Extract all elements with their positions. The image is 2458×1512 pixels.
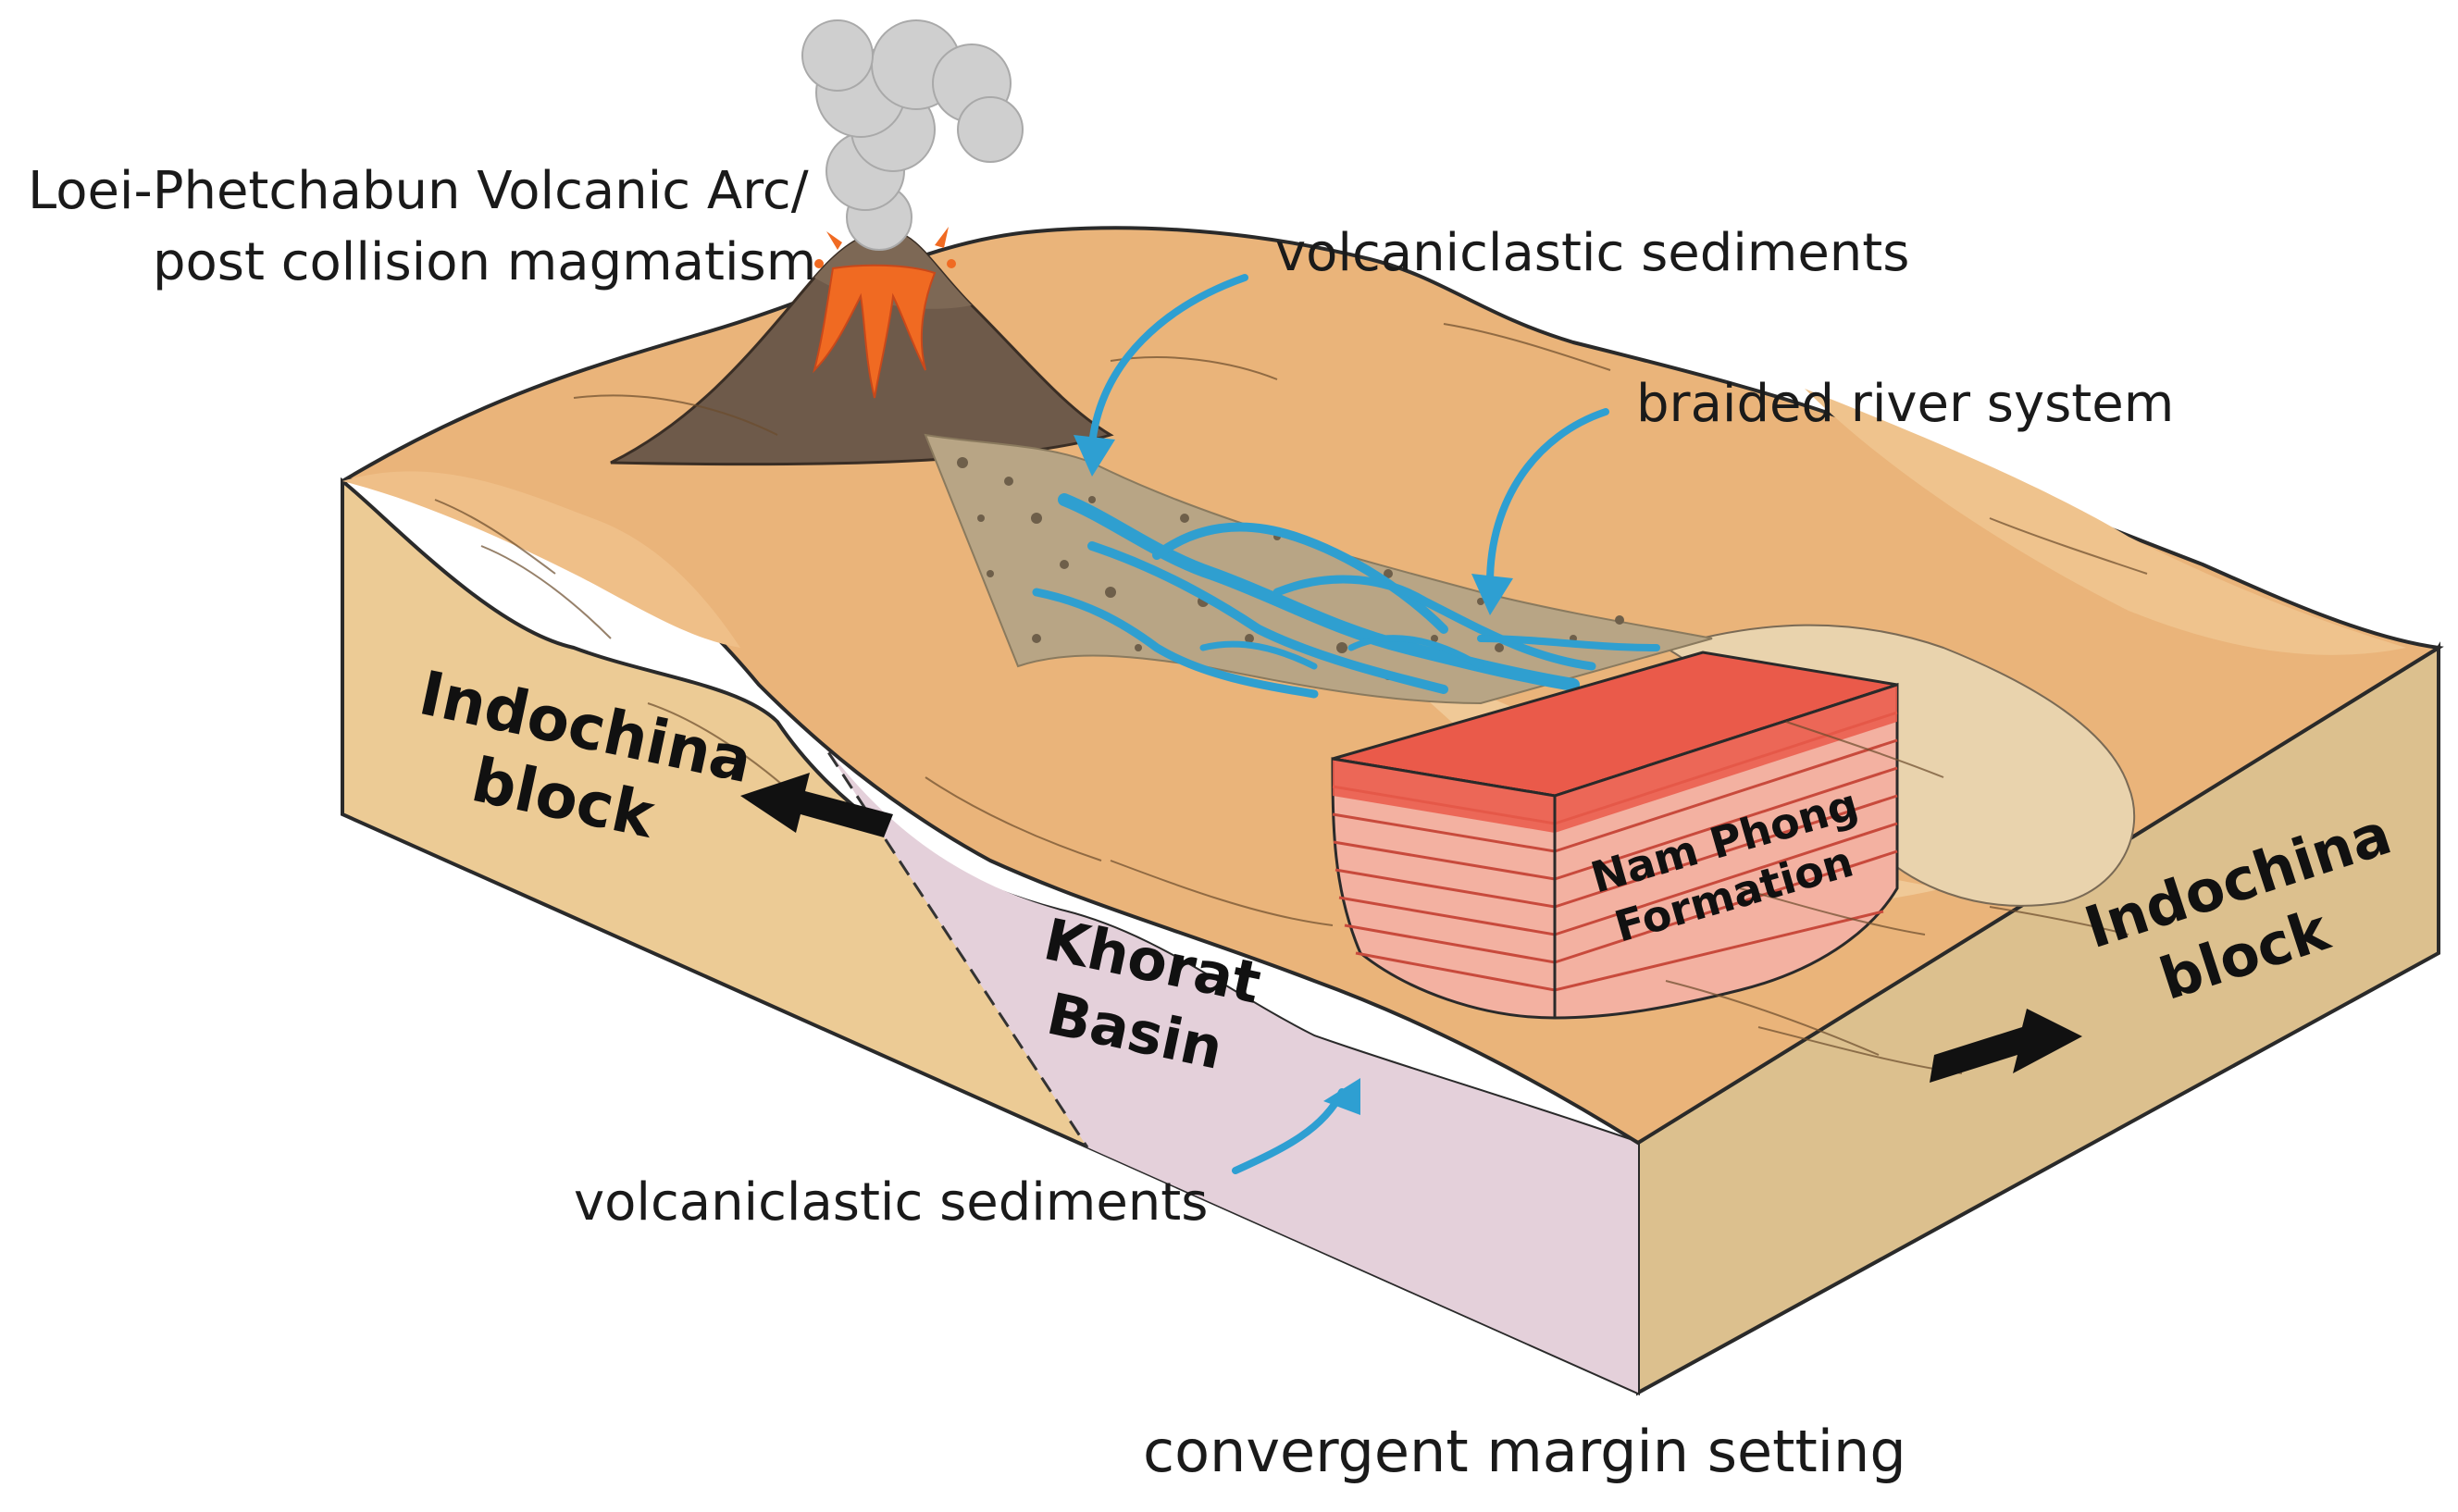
- fault-line: [813, 730, 1089, 1148]
- volcaniclastic-bottom-label: volcaniclastic sediments: [574, 1172, 1208, 1233]
- khorat-basin-fill: [814, 731, 1638, 1393]
- braided-river-label: braided river system: [1636, 374, 2174, 434]
- braided-river: [1032, 493, 1660, 699]
- smoke-plume: [801, 19, 1024, 251]
- right-movement-arrow: [1930, 1009, 2082, 1083]
- volcano-label-line2: post collision magmatism: [153, 232, 816, 292]
- convergent-margin-label: convergent margin setting: [1143, 1418, 1906, 1485]
- lava-flow: [813, 264, 937, 399]
- volcano-label-line1: Loei-Phetchabun Volcanic Arc/: [28, 161, 809, 221]
- left-movement-arrow: [740, 773, 893, 837]
- volcaniclastic-top-label: volcaniclastic sediments: [1275, 223, 1909, 283]
- braided-river-arrow: [1486, 408, 1609, 587]
- volcaniclastic-top-arrow: [1088, 274, 1248, 448]
